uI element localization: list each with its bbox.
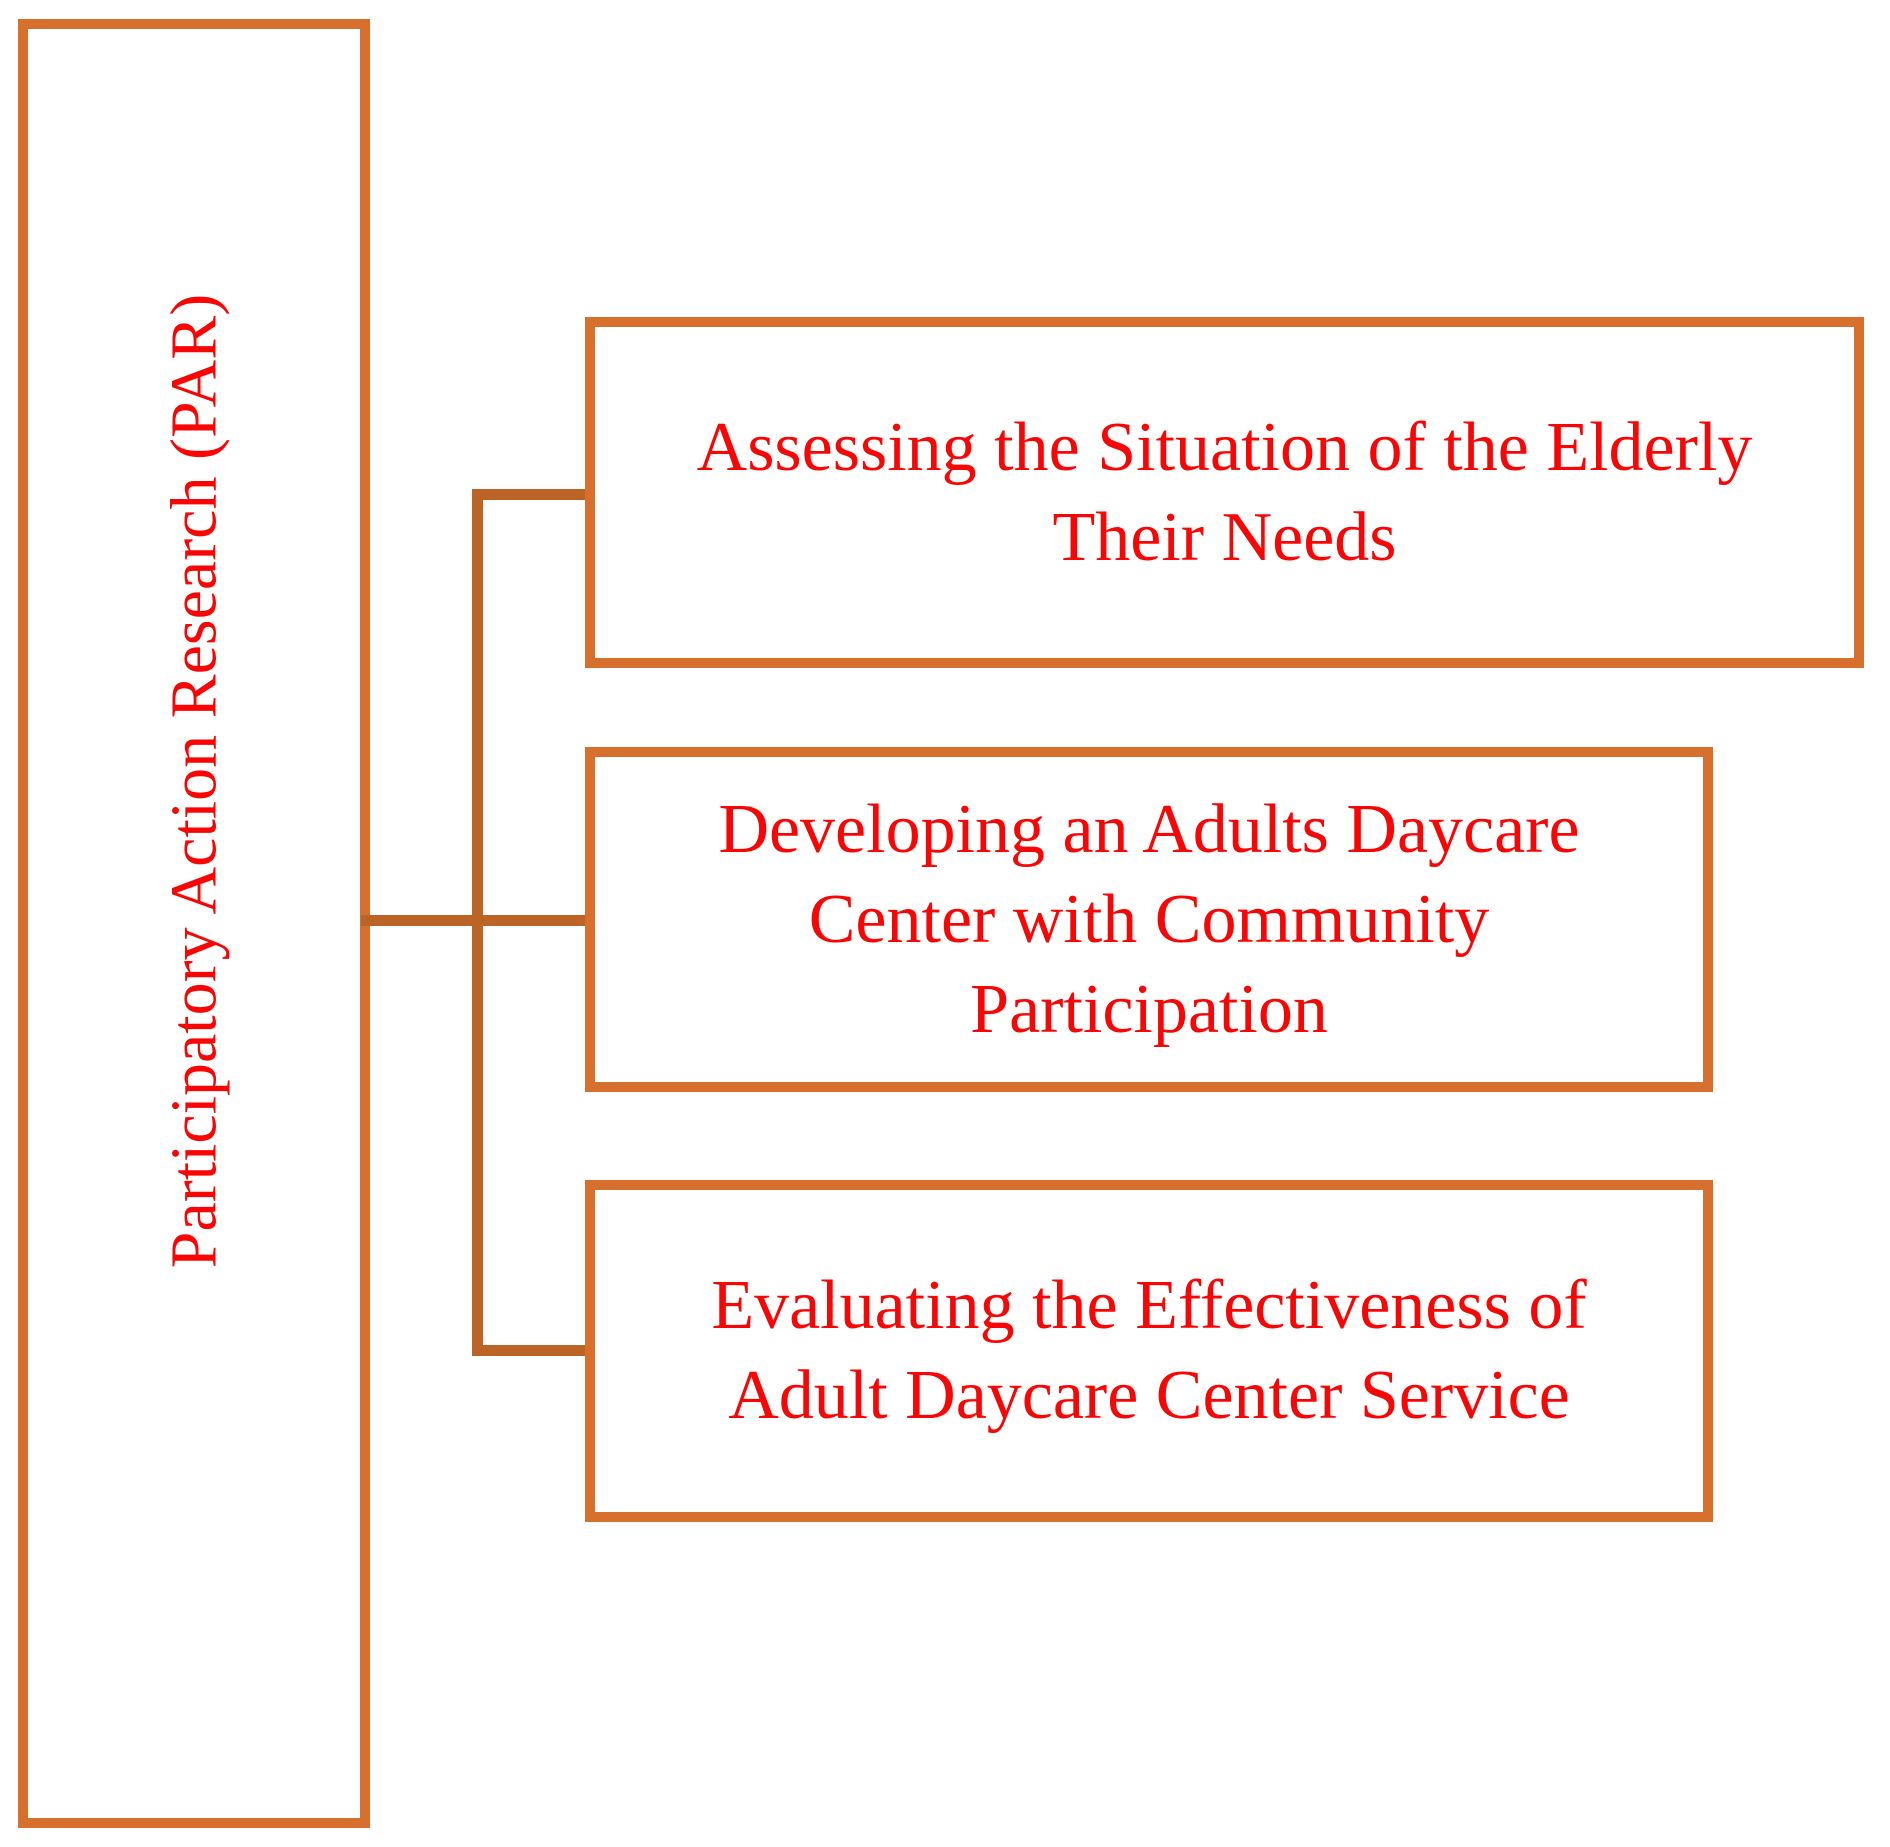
phase-line: Developing an Adults Daycare — [718, 790, 1580, 868]
phase-line: Adult Daycare Center Service — [728, 1357, 1570, 1434]
connector-bracket-vertical — [472, 489, 483, 1356]
phase-box-assessing: Assessing the Situation of the Elderly T… — [585, 317, 1864, 668]
phase-line: Evaluating the Effectiveness of — [711, 1267, 1587, 1344]
phase-line: Center with Community — [808, 880, 1490, 958]
phase-box-evaluating: Evaluating the Effectiveness of Adult Da… — [585, 1180, 1713, 1522]
phase-line: Assessing the Situation of the Elderly — [696, 408, 1753, 486]
connector-to-assessing-box — [472, 489, 590, 500]
phase-line: Their Needs — [1052, 498, 1397, 576]
root-box-par: Participatory Action Research (PAR) — [18, 19, 370, 1828]
root-box-label: Participatory Action Research (PAR) — [157, 293, 230, 1268]
phase-line: Participation — [970, 970, 1328, 1048]
phase-box-developing: Developing an Adults Daycare Center with… — [585, 747, 1713, 1092]
connector-to-evaluating-box — [472, 1345, 590, 1356]
